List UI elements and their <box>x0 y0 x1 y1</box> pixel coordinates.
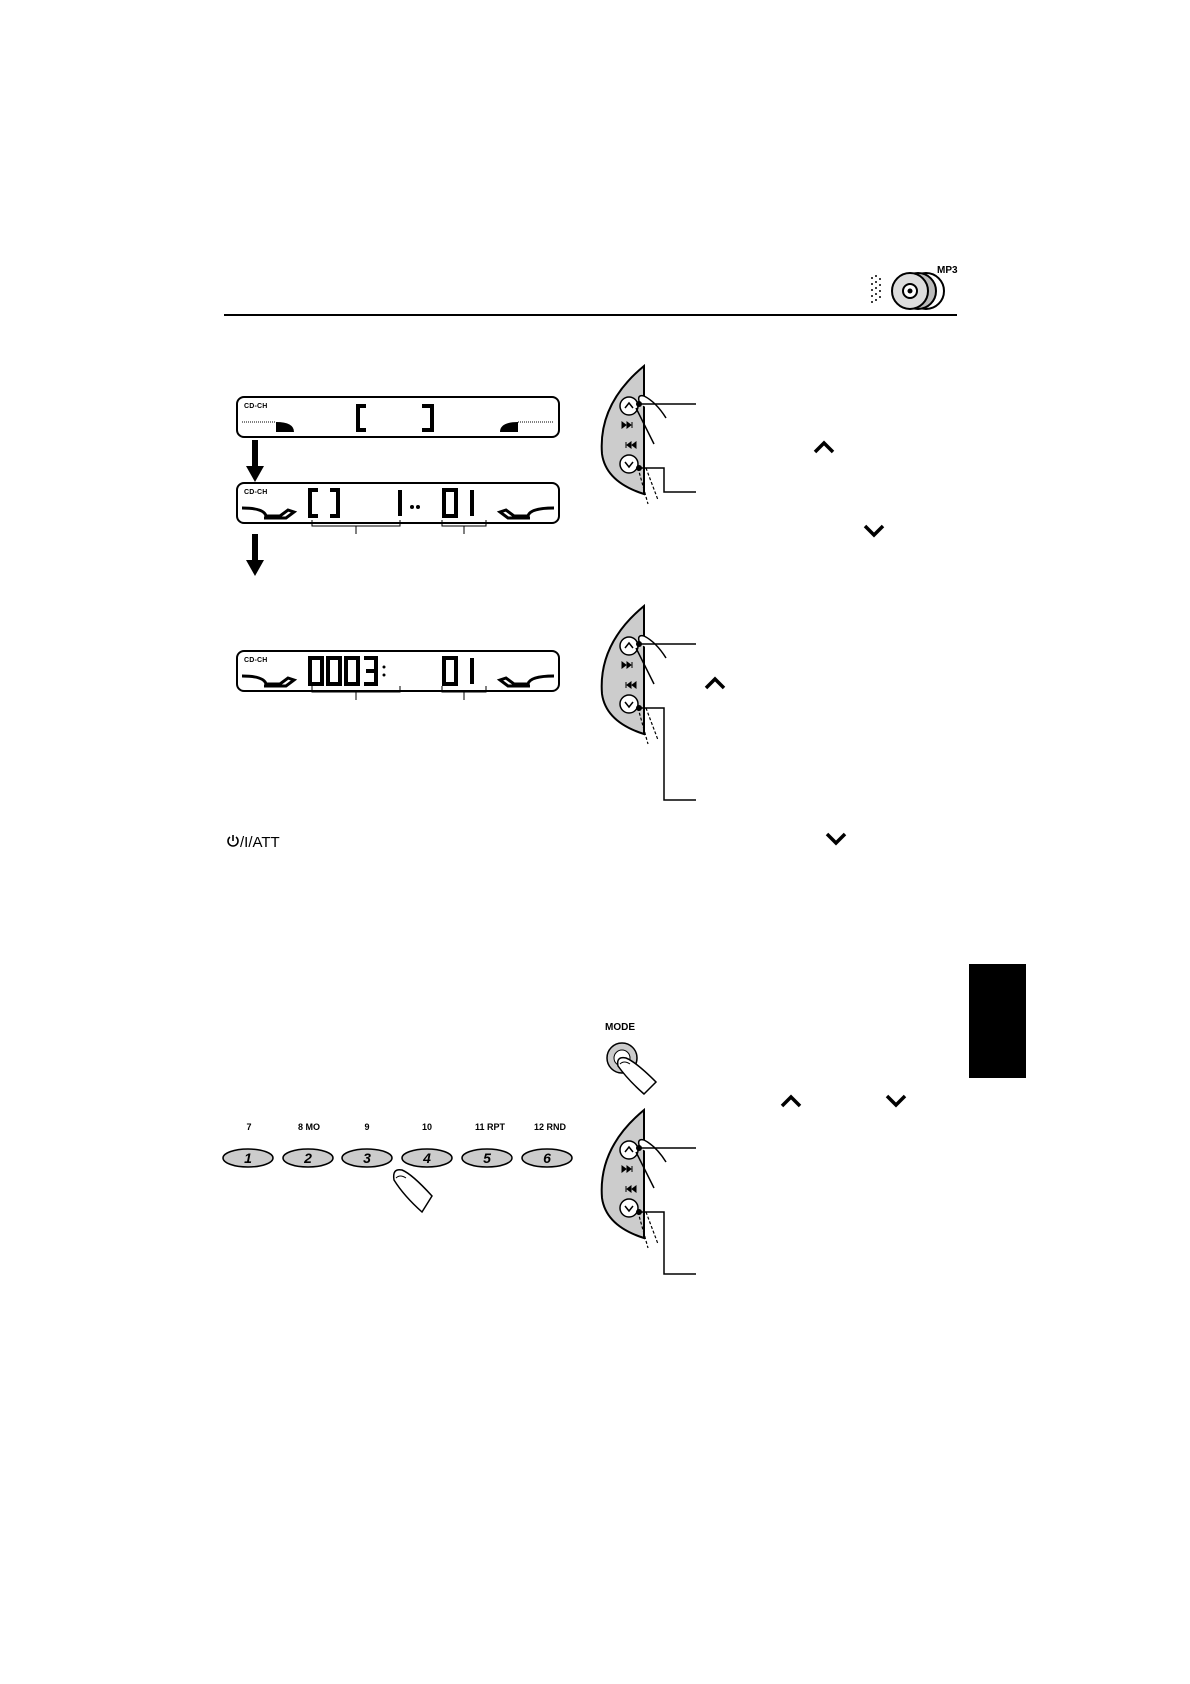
skip-control-2 <box>596 603 696 804</box>
skip-control-3 <box>596 1107 696 1278</box>
preset-button-3[interactable]: 3 <box>341 1148 393 1168</box>
side-tab <box>969 964 1026 1078</box>
mode-label: MODE <box>605 1022 635 1033</box>
down-chevron-icon <box>885 1094 907 1113</box>
lcd-tag: CD-CH <box>244 657 268 664</box>
mode-button[interactable] <box>604 1040 664 1096</box>
power-att-label: /I/ATT <box>226 834 280 852</box>
bracket-disc <box>310 520 550 542</box>
mp3-label: MP3 <box>937 265 958 276</box>
preset-button-number: 1 <box>244 1150 252 1166</box>
preset-upper-label: 9 <box>364 1122 370 1132</box>
preset-button-number: 2 <box>304 1150 312 1166</box>
preset-button-5[interactable]: 5 <box>461 1148 513 1168</box>
preset-button-6[interactable]: 6 <box>521 1148 573 1168</box>
header-rule <box>224 314 957 316</box>
preset-button-number: 4 <box>423 1150 431 1166</box>
power-icon <box>226 834 240 852</box>
down-chevron-icon <box>863 524 885 543</box>
preset-upper-label: 12 RND <box>533 1122 566 1132</box>
preset-button-number: 3 <box>363 1150 371 1166</box>
arrow-down-icon <box>246 534 264 576</box>
preset-button-number: 6 <box>543 1150 551 1166</box>
up-chevron-icon <box>780 1094 802 1113</box>
arrow-down-icon <box>246 440 264 482</box>
preset-button-2[interactable]: 2 <box>282 1148 334 1168</box>
down-chevron-icon <box>825 832 847 851</box>
up-chevron-icon <box>704 676 726 695</box>
finger-press-icon <box>388 1166 440 1216</box>
preset-upper-label: 10 <box>421 1122 432 1132</box>
preset-upper-label: 11 RPT <box>474 1122 505 1132</box>
skip-control-1 <box>596 363 696 514</box>
up-chevron-icon <box>813 440 835 459</box>
cd-changer-icon <box>868 266 958 312</box>
preset-upper-label: 8 MO <box>297 1122 320 1132</box>
preset-button-4[interactable]: 4 <box>401 1148 453 1168</box>
lcd-display-time-track: CD-CH <box>236 650 560 692</box>
lcd-display-cd: CD-CH <box>236 396 560 438</box>
lcd-tag: CD-CH <box>244 489 268 496</box>
preset-upper-label: 7 <box>246 1122 252 1132</box>
lcd-tag: CD-CH <box>244 403 268 410</box>
lcd-display-disc-track: CD-CH <box>236 482 560 524</box>
preset-button-1[interactable]: 1 <box>222 1148 274 1168</box>
bracket-time <box>310 686 550 708</box>
preset-button-number: 5 <box>483 1150 491 1166</box>
